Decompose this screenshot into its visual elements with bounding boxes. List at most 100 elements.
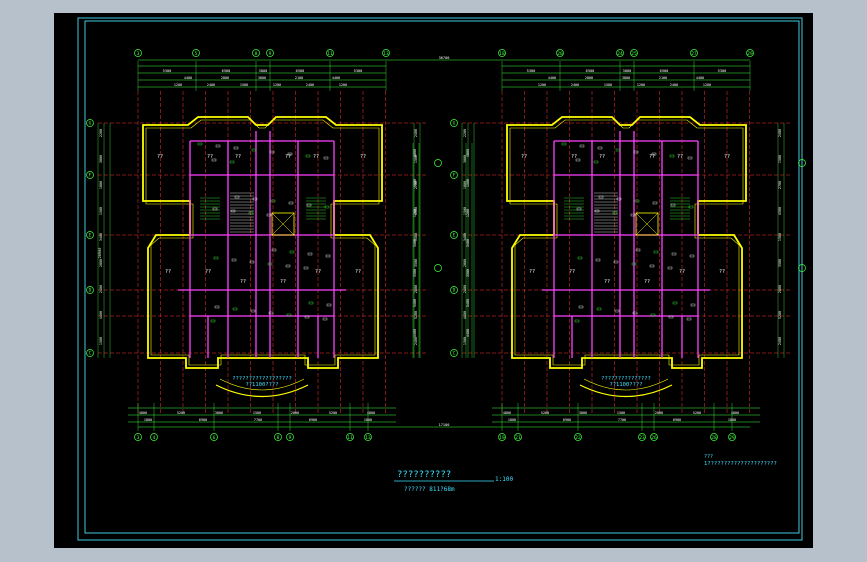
axis-label-side: F [453,173,456,179]
axis-bubble-top [690,49,698,57]
fixture [215,144,221,148]
dimension-text-bottom: 3800 [215,411,223,415]
fixture [653,250,659,254]
dimension-text-side: 3400 [463,233,467,241]
room-label: ?? [165,269,171,275]
axis-bubble-top [252,49,260,57]
dimension-text-side: 1500 [778,155,782,163]
dimension-text-side: 1800 [463,181,467,189]
dimension-text-top: 1200 [174,83,182,87]
dimension-text-mid: 1500 [466,179,470,187]
global-annotations: ????????????????????1100????????????????… [98,56,750,428]
room-label: ?? [649,154,655,160]
axis-label-bottom: 19 [499,435,505,441]
axis-label-side: G [89,121,92,127]
fixture [248,211,254,215]
room-label: ?? [604,279,610,285]
fixture [669,154,675,158]
fixture [211,158,217,162]
fixture [690,303,696,307]
fixture [575,158,581,162]
dimension-text-side: 1500 [99,337,103,345]
axis-label-top: 29 [747,51,753,57]
axis-label-bottom: 4 [153,435,156,441]
dimension-text-top: 1200 [538,83,546,87]
dimension-text-side: 2400 [414,337,418,345]
axis-label-bottom: 11 [347,435,353,441]
dimension-text-bottom: 6900 [563,418,571,422]
dimension-text-side: 2800 [463,259,467,267]
axis-bubble-top [630,49,638,57]
exterior-wall [506,116,747,369]
dimension-text-top: 1200 [273,83,281,87]
axis-bubble-side [798,264,806,272]
axis-label-top: 20 [557,51,563,57]
axis-bubble-bottom [150,433,158,441]
fixture [631,262,637,266]
room-label: ?? [529,269,535,275]
dimension-text-top: 1500 [240,83,248,87]
axis-bubble-top [556,49,564,57]
balcony-arc [579,384,673,398]
axis-bubble-side [434,159,442,167]
dimension-text-bottom: 7700 [618,418,626,422]
axis-bubble-side [86,286,94,294]
fixture [289,250,295,254]
fixture [288,201,294,205]
plan-caption-right-sub: ??1100???? [609,382,642,388]
dimension-text-top: 3800 [623,69,632,73]
dimension-text-mid: 1200 [413,209,417,217]
room-label: ?? [205,269,211,275]
axis-label-side: C [89,351,92,357]
fixture [210,319,216,323]
fixture [308,301,314,305]
fixture [213,256,219,260]
fixture [326,303,332,307]
dimension-text-bottom: 6900 [199,418,207,422]
fixture [324,205,330,209]
fixture [652,201,658,205]
axis-label-bottom: 28 [711,435,717,441]
axis-label-bottom: 21 [515,435,521,441]
fixture [630,213,636,217]
plan-caption-left-sub: ??1100???? [245,382,278,388]
axis-bubble-bottom [210,433,218,441]
axis-bubble-top [746,49,754,57]
fixture [574,319,580,323]
room-label: ?? [360,154,366,160]
dimension-text-side: 2200 [463,129,467,137]
dimension-text-mid: 3400 [413,239,417,247]
fixture [651,152,657,156]
dimension-text-side: 1500 [463,207,467,215]
half-width-text: 17100 [439,423,450,427]
axis-bubble-top [616,49,624,57]
fixture [596,307,602,311]
fixture [268,311,274,315]
axis-bubble-bottom [498,433,506,441]
fixture [322,317,328,321]
axis-label-top: 24 [617,51,623,57]
elevator-cross [271,212,295,236]
axis-label-bottom: 29 [729,435,735,441]
fixture [649,264,655,268]
exterior-wall-inner [145,119,380,366]
dimension-text-bottom: 2000 [655,411,663,415]
axis-label-top: 25 [631,51,637,57]
axis-bubble-bottom [574,433,582,441]
room-label: ?? [679,269,685,275]
fixture [561,142,567,146]
dimension-text-top: 3800 [622,76,630,80]
dimension-text-side: 3500 [778,259,782,267]
fixture [286,313,292,317]
fixture [593,160,599,164]
room-label: ?? [207,154,213,160]
balcony-arc-inner [583,378,669,391]
fixture [251,148,257,152]
fixture [578,305,584,309]
axis-bubble-bottom [134,433,142,441]
fixture [598,195,604,199]
plan-caption-left: ?????????????????? [232,376,292,382]
dimension-text-mid: 3500 [466,269,470,277]
dimension-text-bottom: 5200 [541,411,549,415]
